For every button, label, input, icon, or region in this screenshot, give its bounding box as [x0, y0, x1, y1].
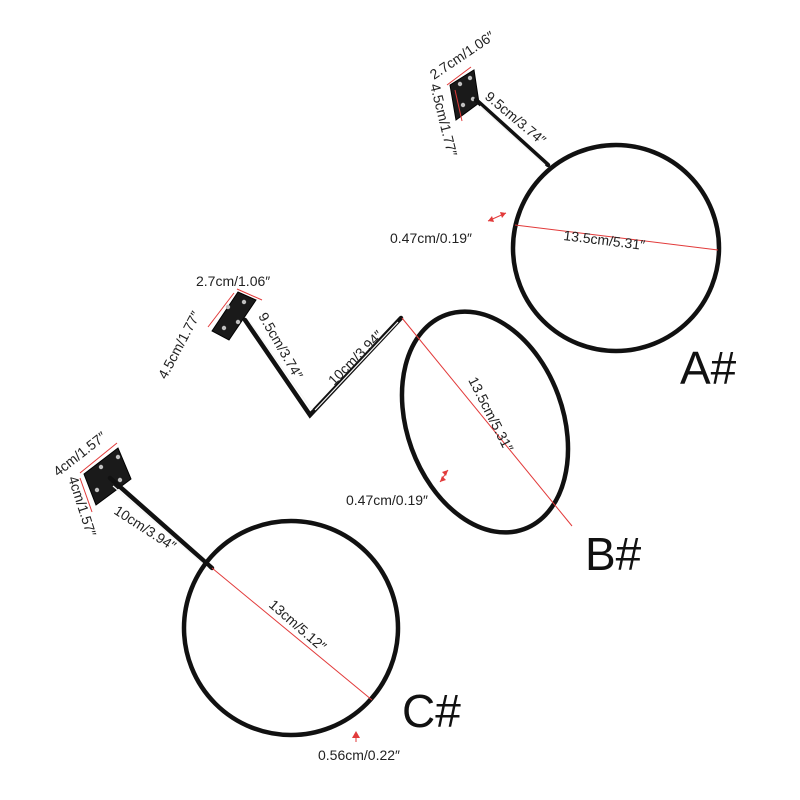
variant-c-ring-diameter: 13cm/5.12″ — [266, 596, 330, 654]
variant-c: 4cm/1.57″ 4cm/1.57″ 10cm/3.94″ 13cm/5.12… — [50, 428, 461, 763]
variant-a-plate — [446, 66, 480, 122]
variant-c-arm — [107, 475, 215, 571]
variant-b-plate — [207, 288, 263, 341]
variant-a: 2.7cm/1.06″ 4.5cm/1.77″ 9.5cm/3.74″ 13.5… — [390, 28, 737, 394]
variant-c-wire-thickness: 0.56cm/0.22″ — [318, 747, 400, 763]
variant-b-ring-diameter: 13.5cm/5.31″ — [465, 374, 517, 454]
variant-a-label: A# — [680, 342, 737, 394]
variant-b: 2.7cm/1.06″ 4.5cm/1.77″ 9.5cm/3.74″ 10cm… — [155, 273, 642, 580]
variant-a-ring-diameter: 13.5cm/5.31″ — [563, 227, 646, 253]
variant-a-wire-thickness: 0.47cm/0.19″ — [390, 230, 472, 246]
variant-c-ring — [181, 518, 401, 738]
variant-c-plate — [79, 442, 132, 513]
variant-b-ring — [399, 309, 571, 535]
variant-b-plate-height: 4.5cm/1.77″ — [155, 308, 204, 381]
variant-b-plate-width: 2.7cm/1.06″ — [196, 273, 270, 289]
variant-b-label: B# — [585, 528, 642, 580]
variant-b-diameter-line — [401, 317, 573, 527]
variant-c-label: C# — [402, 685, 461, 737]
variant-b-arm-length-2: 10cm/3.94″ — [325, 327, 386, 388]
variant-a-ring — [510, 142, 722, 354]
variant-a-diameter-line — [514, 224, 719, 251]
variant-b-wire-thickness: 0.47cm/0.19″ — [346, 492, 428, 508]
variant-c-diameter-line — [211, 567, 373, 701]
variant-a-arm — [473, 97, 551, 168]
